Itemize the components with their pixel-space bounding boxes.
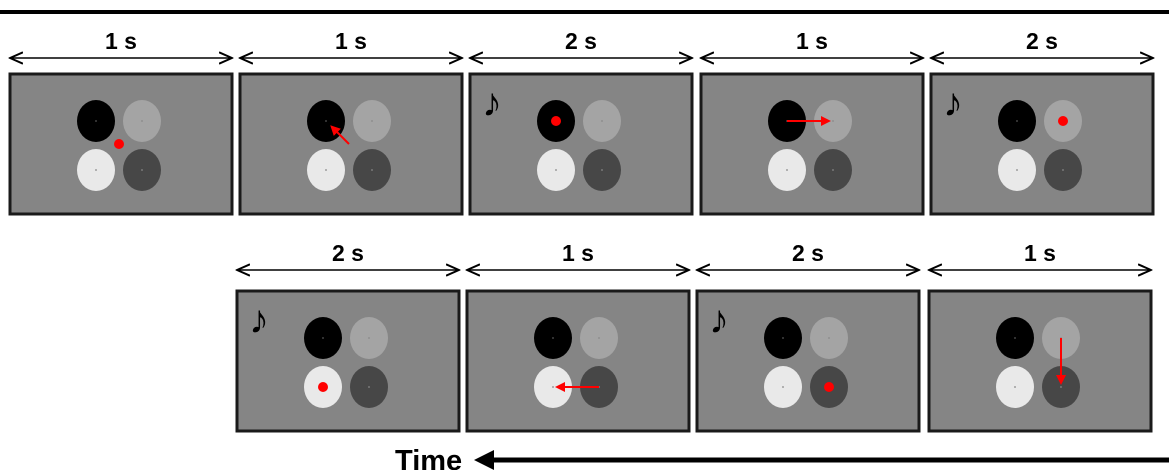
music-note-icon: ♪	[709, 298, 729, 342]
circle-center-dot	[555, 169, 557, 171]
circle-center-dot	[782, 337, 784, 339]
circle-center-dot	[1014, 337, 1016, 339]
trial-panel-1: 1 s	[8, 28, 234, 216]
circle-center-dot	[828, 337, 830, 339]
circle-center-dot	[95, 169, 97, 171]
trial-panel-3: 2 s ♪	[468, 28, 694, 216]
music-note-icon: ♪	[249, 298, 269, 342]
circle-center-dot	[552, 386, 554, 388]
duration-label: 2 s	[1026, 28, 1058, 54]
duration-label: 1 s	[1024, 240, 1056, 266]
stimulus-screen	[695, 289, 921, 433]
cursor-movement-arrow	[330, 125, 350, 145]
circle-center-dot	[1060, 386, 1062, 388]
duration-label: 1 s	[562, 240, 594, 266]
circle-center-dot	[601, 169, 603, 171]
stimulus-screen	[699, 72, 925, 216]
cursor-dot	[318, 382, 328, 392]
duration-label: 1 s	[796, 28, 828, 54]
stimulus-screen	[235, 289, 461, 433]
stimulus-screen	[927, 289, 1153, 433]
circle-center-dot	[1016, 120, 1018, 122]
cursor-dot	[551, 116, 561, 126]
stimulus-screen	[468, 72, 694, 216]
circle-center-dot	[598, 337, 600, 339]
duration-label: 1 s	[335, 28, 367, 54]
time-axis: Time	[395, 445, 1169, 470]
circle-center-dot	[1062, 169, 1064, 171]
cursor-dot	[1058, 116, 1068, 126]
stimulus-screen	[238, 72, 464, 216]
cursor-dot	[114, 139, 124, 149]
stimulus-screen	[929, 72, 1155, 216]
panels-layer: 1 s 1 s 2 s ♪ 1 s 2 s ♪ 2 s ♪ 1 s 2 s ♪ 1 s	[8, 28, 1155, 433]
circle-center-dot	[368, 386, 370, 388]
duration-label: 1 s	[105, 28, 137, 54]
time-label: Time	[395, 445, 462, 470]
cursor-dot	[824, 382, 834, 392]
duration-label: 2 s	[565, 28, 597, 54]
circle-center-dot	[371, 169, 373, 171]
circle-center-dot	[1016, 169, 1018, 171]
stimulus-screen	[465, 289, 691, 433]
music-note-icon: ♪	[482, 81, 502, 125]
trial-panel-5: 2 s ♪	[929, 28, 1155, 216]
trial-panel-9: 1 s	[927, 240, 1153, 433]
trial-panel-6: 2 s ♪	[235, 240, 461, 433]
circle-center-dot	[782, 386, 784, 388]
trial-panel-4: 1 s	[699, 28, 925, 216]
trial-panel-8: 2 s ♪	[695, 240, 921, 433]
circle-center-dot	[325, 169, 327, 171]
circle-center-dot	[141, 169, 143, 171]
circle-center-dot	[601, 120, 603, 122]
music-note-icon: ♪	[943, 81, 963, 125]
duration-label: 2 s	[332, 240, 364, 266]
duration-label: 2 s	[792, 240, 824, 266]
circle-center-dot	[325, 120, 327, 122]
trial-panel-2: 1 s	[238, 28, 464, 216]
circle-center-dot	[832, 169, 834, 171]
circle-center-dot	[95, 120, 97, 122]
circle-center-dot	[322, 337, 324, 339]
circle-center-dot	[832, 120, 834, 122]
circle-center-dot	[141, 120, 143, 122]
trial-panel-7: 1 s	[465, 240, 691, 433]
circle-center-dot	[552, 337, 554, 339]
circle-center-dot	[1014, 386, 1016, 388]
circle-center-dot	[786, 169, 788, 171]
circle-center-dot	[371, 120, 373, 122]
circle-center-dot	[368, 337, 370, 339]
